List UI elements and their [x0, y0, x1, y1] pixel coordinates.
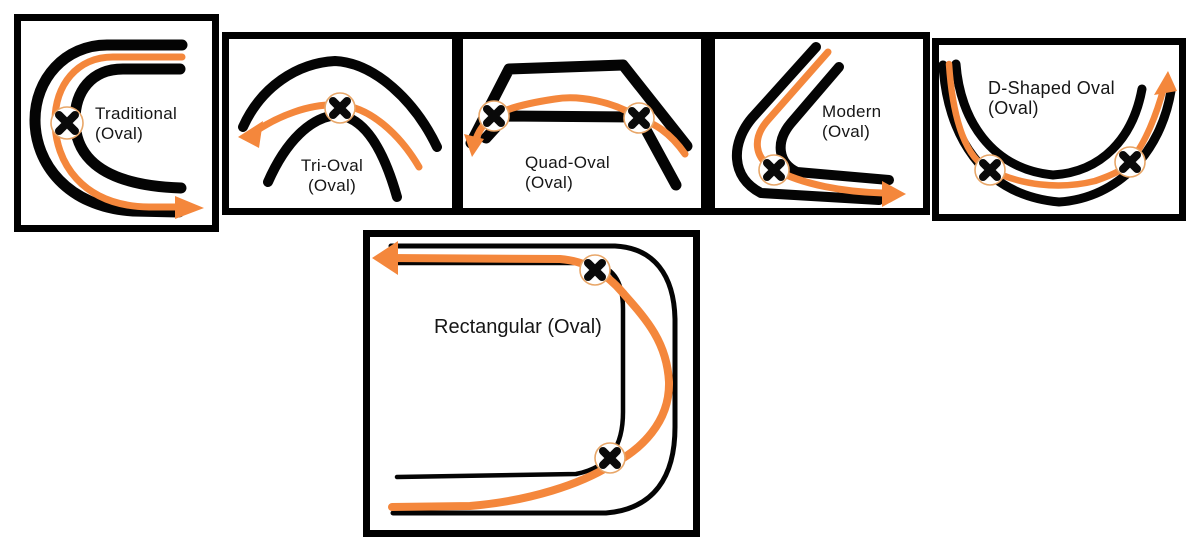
panel-label-line2: (Oval) — [307, 176, 357, 195]
panel-label-tri-oval: Tri-Oval (Oval) — [267, 156, 397, 196]
panel-label-line1: Traditional — [95, 104, 178, 123]
panel-label-quad-oval: Quad-Oval (Oval) — [525, 153, 610, 193]
panel-d-shaped-oval: D-Shaped Oval (Oval) — [932, 38, 1186, 221]
panel-label-line2: (Oval) — [988, 98, 1039, 118]
x-marker-icon — [758, 154, 790, 186]
panel-tri-oval: Tri-Oval (Oval) — [222, 32, 459, 215]
panel-label-line2: (Oval) — [95, 124, 144, 143]
x-marker-icon — [478, 100, 510, 132]
panel-rectangular: Rectangular (Oval) — [363, 230, 700, 537]
track-diagram-rectangular — [372, 241, 678, 516]
panel-label-line2: (Oval) — [822, 122, 871, 141]
track-outer-edge — [238, 56, 442, 152]
arrow-down-icon — [464, 134, 484, 157]
track-outer-edge — [29, 39, 188, 218]
track-outer-edge — [731, 42, 884, 205]
track-outer-edge — [388, 243, 678, 516]
arrow-up-icon — [1154, 71, 1177, 95]
x-marker-icon — [594, 442, 626, 474]
panel-label-line1: D-Shaped Oval — [988, 78, 1115, 98]
panel-modern: Modern (Oval) — [708, 32, 930, 215]
x-marker-icon — [974, 154, 1006, 186]
arrow-right-icon — [882, 181, 906, 207]
panel-label-line1: Modern — [822, 102, 882, 121]
x-marker-icon — [623, 102, 655, 134]
x-marker-icon — [1114, 146, 1146, 178]
track-diagram-tri-oval — [238, 56, 442, 202]
x-marker-icon — [50, 106, 84, 140]
racing-line — [945, 60, 1168, 189]
panel-label-line2: (Oval) — [525, 173, 574, 192]
track-diagram-modern — [731, 42, 906, 207]
panel-label-d-shaped-oval: D-Shaped Oval (Oval) — [988, 78, 1115, 118]
panel-traditional: Traditional (Oval) — [14, 14, 219, 232]
racing-line — [384, 254, 674, 511]
panel-quad-oval: Quad-Oval (Oval) — [456, 32, 708, 215]
panel-label-modern: Modern (Oval) — [822, 102, 881, 142]
track-inner-edge — [951, 59, 1147, 180]
arrow-left-icon — [238, 121, 263, 148]
track-diagram-quad-oval — [464, 59, 693, 191]
track-inner-edge — [388, 260, 626, 480]
panel-label-line1: Tri-Oval — [300, 156, 364, 175]
panel-label-rectangular: Rectangular (Oval) — [434, 317, 602, 337]
arrow-right-icon — [175, 196, 204, 219]
panel-label-line1: Quad-Oval — [525, 153, 610, 172]
track-diagram-traditional — [29, 39, 204, 219]
track-diagram-d-shaped-oval — [939, 59, 1177, 207]
track-inner-edge — [775, 62, 894, 185]
x-marker-icon — [324, 92, 356, 124]
panel-label-line1: Rectangular (Oval) — [434, 316, 602, 338]
panel-label-traditional: Traditional (Oval) — [95, 104, 177, 144]
arrow-left-icon — [372, 241, 398, 275]
x-marker-icon — [579, 254, 611, 286]
